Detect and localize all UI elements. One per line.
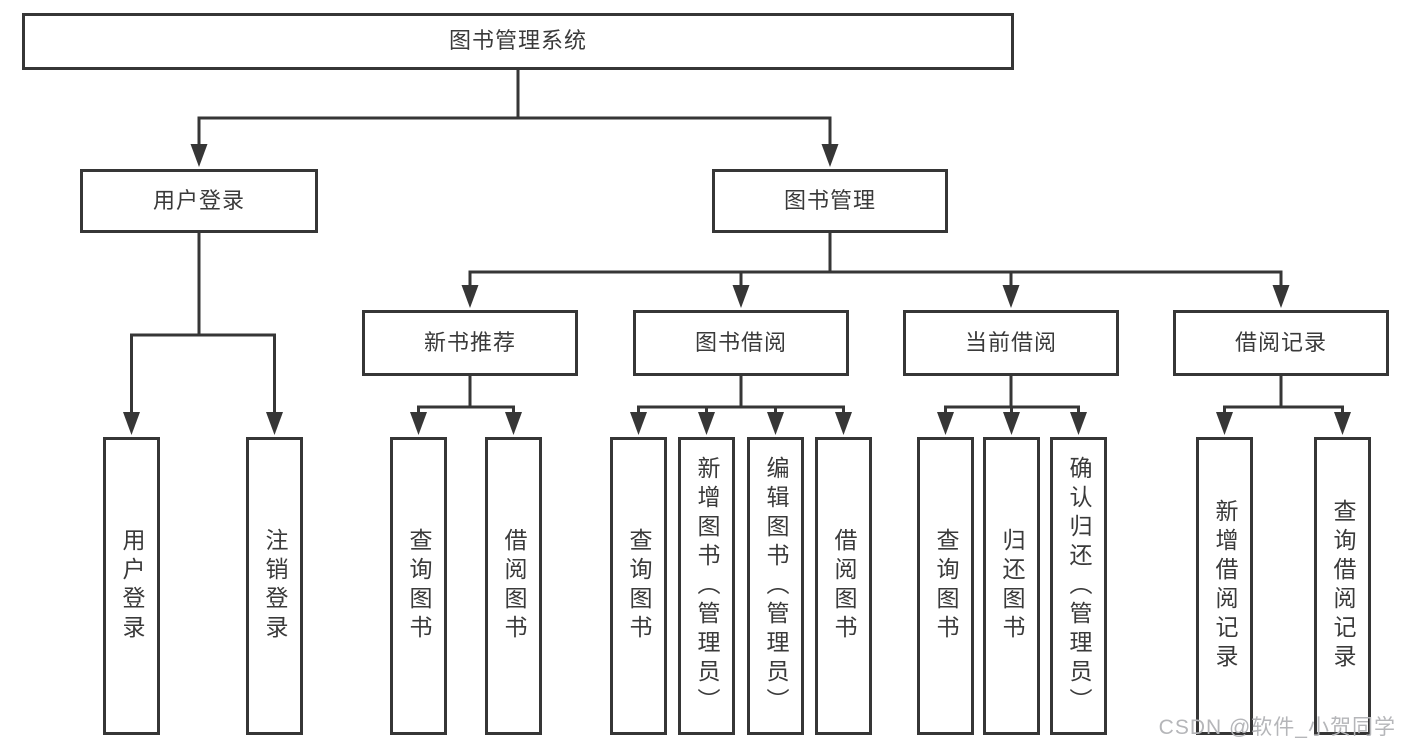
- node-book-management: 图书管理: [712, 169, 948, 233]
- edge-current-to-leaves: [944, 374, 1080, 420]
- arrow-icon: [505, 412, 522, 435]
- arrowheads: [123, 144, 1351, 435]
- arrow-icon: [1070, 412, 1087, 435]
- leaf-borrow-book-recommend: 借阅图书: [485, 437, 542, 735]
- arrow-icon: [1334, 412, 1351, 435]
- arrow-icon: [190, 144, 208, 167]
- node-library-management-system: 图书管理系统: [22, 13, 1014, 70]
- arrow-icon: [461, 285, 479, 308]
- node-current-borrow: 当前借阅: [903, 310, 1119, 376]
- leaf-confirm-return-admin: 确认归还（管理员）: [1050, 437, 1107, 735]
- leaf-add-book-admin: 新增图书（管理员）: [678, 437, 735, 735]
- leaf-add-borrow-record: 新增借阅记录: [1196, 437, 1253, 735]
- leaf-logout-login: 注销登录: [246, 437, 303, 735]
- arrow-icon: [1272, 285, 1290, 308]
- edge-records-to-leaves: [1223, 374, 1344, 420]
- edge-bookmgmt-to-level3: [468, 231, 1283, 294]
- node-borrow-records: 借阅记录: [1173, 310, 1389, 376]
- arrow-icon: [1002, 285, 1020, 308]
- leaf-query-book-current: 查询图书: [917, 437, 974, 735]
- node-book-borrow: 图书借阅: [633, 310, 849, 376]
- node-new-book-recommend: 新书推荐: [362, 310, 578, 376]
- leaf-return-book: 归还图书: [983, 437, 1040, 735]
- arrow-icon: [123, 412, 140, 435]
- arrow-icon: [937, 412, 954, 435]
- leaf-user-login: 用户登录: [103, 437, 160, 735]
- leaf-query-book-borrow: 查询图书: [610, 437, 667, 735]
- edge-root-to-level2: [197, 68, 832, 154]
- edge-newrec-to-leaves: [417, 374, 515, 420]
- leaf-query-borrow-record: 查询借阅记录: [1314, 437, 1371, 735]
- edge-userlogin-to-leaves: [130, 231, 276, 420]
- arrow-icon: [732, 285, 750, 308]
- arrow-icon: [698, 412, 715, 435]
- watermark: CSDN @软件_小贺同学: [1158, 716, 1396, 739]
- arrow-icon: [767, 412, 784, 435]
- arrow-icon: [821, 144, 839, 167]
- arrow-icon: [835, 412, 852, 435]
- edge-bookborrow-to-leaves: [637, 374, 845, 420]
- leaf-query-book-recommend: 查询图书: [390, 437, 447, 735]
- leaf-borrow-book: 借阅图书: [815, 437, 872, 735]
- leaf-edit-book-admin: 编辑图书（管理员）: [747, 437, 804, 735]
- arrow-icon: [410, 412, 427, 435]
- arrow-icon: [1216, 412, 1233, 435]
- arrow-icon: [1003, 412, 1020, 435]
- arrow-icon: [266, 412, 283, 435]
- node-user-login: 用户登录: [80, 169, 318, 233]
- arrow-icon: [630, 412, 647, 435]
